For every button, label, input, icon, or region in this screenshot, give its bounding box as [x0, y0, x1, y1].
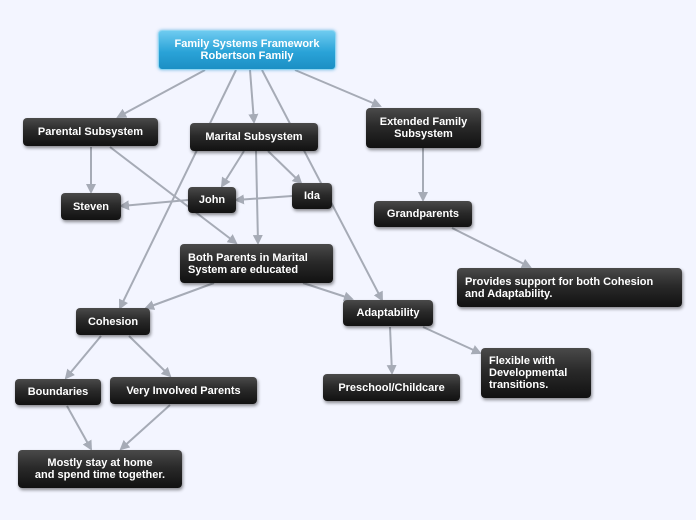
edge-marital-john — [220, 150, 245, 188]
edge-grandparents-support — [451, 227, 532, 268]
edge-john-steven — [119, 199, 189, 211]
edge-cohesion-boundaries — [64, 335, 102, 380]
very-involved-parents-node[interactable]: Very Involved Parents — [110, 377, 257, 404]
ida-node[interactable]: Ida — [292, 183, 332, 209]
boundaries-node[interactable]: Boundaries — [15, 379, 101, 405]
edge-adaptability-preschool — [386, 326, 397, 375]
extended-family-node[interactable]: Extended Family Subsystem — [366, 108, 481, 148]
edge-root-extended — [294, 69, 382, 108]
edge-adaptability-flexible — [422, 326, 482, 355]
edge-root-cohesion — [119, 69, 237, 310]
steven-node[interactable]: Steven — [61, 193, 121, 220]
grandparents-node[interactable]: Grandparents — [374, 201, 472, 227]
cohesion-node[interactable]: Cohesion — [76, 308, 150, 335]
john-node[interactable]: John — [188, 187, 236, 213]
parental-subsystem-node[interactable]: Parental Subsystem — [23, 118, 158, 146]
edge-marital-ida — [267, 150, 303, 185]
edge-parental-educated — [109, 146, 238, 245]
flexible-transitions-node[interactable]: Flexible with Developmental transitions. — [481, 348, 591, 398]
root-node[interactable]: Family Systems Framework Robertson Famil… — [158, 30, 336, 70]
marital-subsystem-node[interactable]: Marital Subsystem — [190, 123, 318, 151]
edge-root-parental — [116, 69, 206, 118]
edge-root-marital — [248, 69, 259, 124]
edge-ida-john — [234, 194, 293, 205]
edge-marital-educated — [252, 150, 263, 245]
edge-boundaries-home — [66, 405, 92, 451]
support-node[interactable]: Provides support for both Cohesion and A… — [457, 268, 682, 307]
edge-educated-adaptability — [302, 282, 354, 302]
adaptability-node[interactable]: Adaptability — [343, 300, 433, 326]
preschool-childcare-node[interactable]: Preschool/Childcare — [323, 374, 460, 401]
edge-educated-cohesion — [144, 282, 215, 310]
edge-cohesion-involved — [128, 335, 172, 378]
edge-involved-home — [119, 404, 171, 451]
educated-parents-node[interactable]: Both Parents in Marital System are educa… — [180, 244, 333, 283]
stay-at-home-node[interactable]: Mostly stay at home and spend time toget… — [18, 450, 182, 488]
